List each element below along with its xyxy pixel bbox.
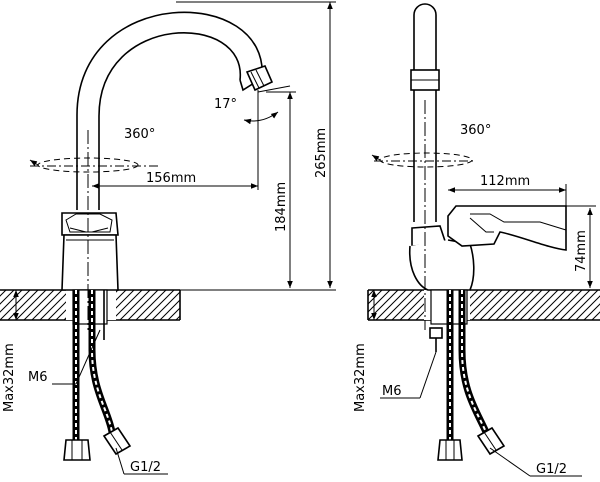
dimension-lever-length: 112mm (448, 174, 567, 206)
side-faucet-body (408, 205, 567, 291)
side-underside (429, 289, 506, 461)
front-spout (76, 11, 274, 210)
front-faucet-body (61, 212, 119, 291)
front-rotation-indicator: 360° (29, 127, 160, 173)
front-callouts: M6 G1/2 (28, 329, 168, 475)
dimension-max-thickness-front: Max32mm (2, 290, 19, 412)
side-thread-stud-label: M6 (382, 384, 402, 399)
side-rotation-indicator: 360° (371, 123, 491, 168)
spout-angle-label: 17° (214, 97, 237, 112)
dimension-spout-height: 184mm (266, 91, 296, 288)
side-spout (410, 3, 440, 222)
side-view: 360° 112mm 74mm Max32mm M6 G1/2 (353, 3, 600, 477)
side-rotation-label: 360° (460, 123, 491, 138)
spout-reach-label: 156mm (146, 171, 196, 186)
front-hose-connection-label: G1/2 (130, 460, 161, 475)
max-thickness-front-label: Max32mm (2, 343, 17, 412)
lever-length-label: 112mm (480, 174, 530, 189)
dimension-max-thickness-side: Max32mm (353, 290, 377, 412)
front-thread-stud-label: M6 (28, 370, 48, 385)
side-hose-connection-label: G1/2 (536, 462, 567, 477)
side-callouts: M6 G1/2 (380, 351, 582, 477)
body-height-label: 74mm (574, 230, 589, 272)
dimension-spout-angle: 17° (214, 85, 291, 125)
dimension-body-height: 74mm (566, 205, 596, 288)
spout-height-label: 184mm (274, 182, 289, 232)
front-underside (63, 289, 132, 461)
dimension-spout-reach: 156mm (92, 90, 259, 190)
front-view: 360° 156mm 17° 184mm 265mm (0, 1, 336, 475)
total-height-label: 265mm (314, 128, 329, 178)
dimension-total-height: 265mm (176, 1, 336, 291)
side-countertop (367, 289, 600, 321)
max-thickness-side-label: Max32mm (353, 343, 368, 412)
front-rotation-label: 360° (124, 127, 155, 142)
